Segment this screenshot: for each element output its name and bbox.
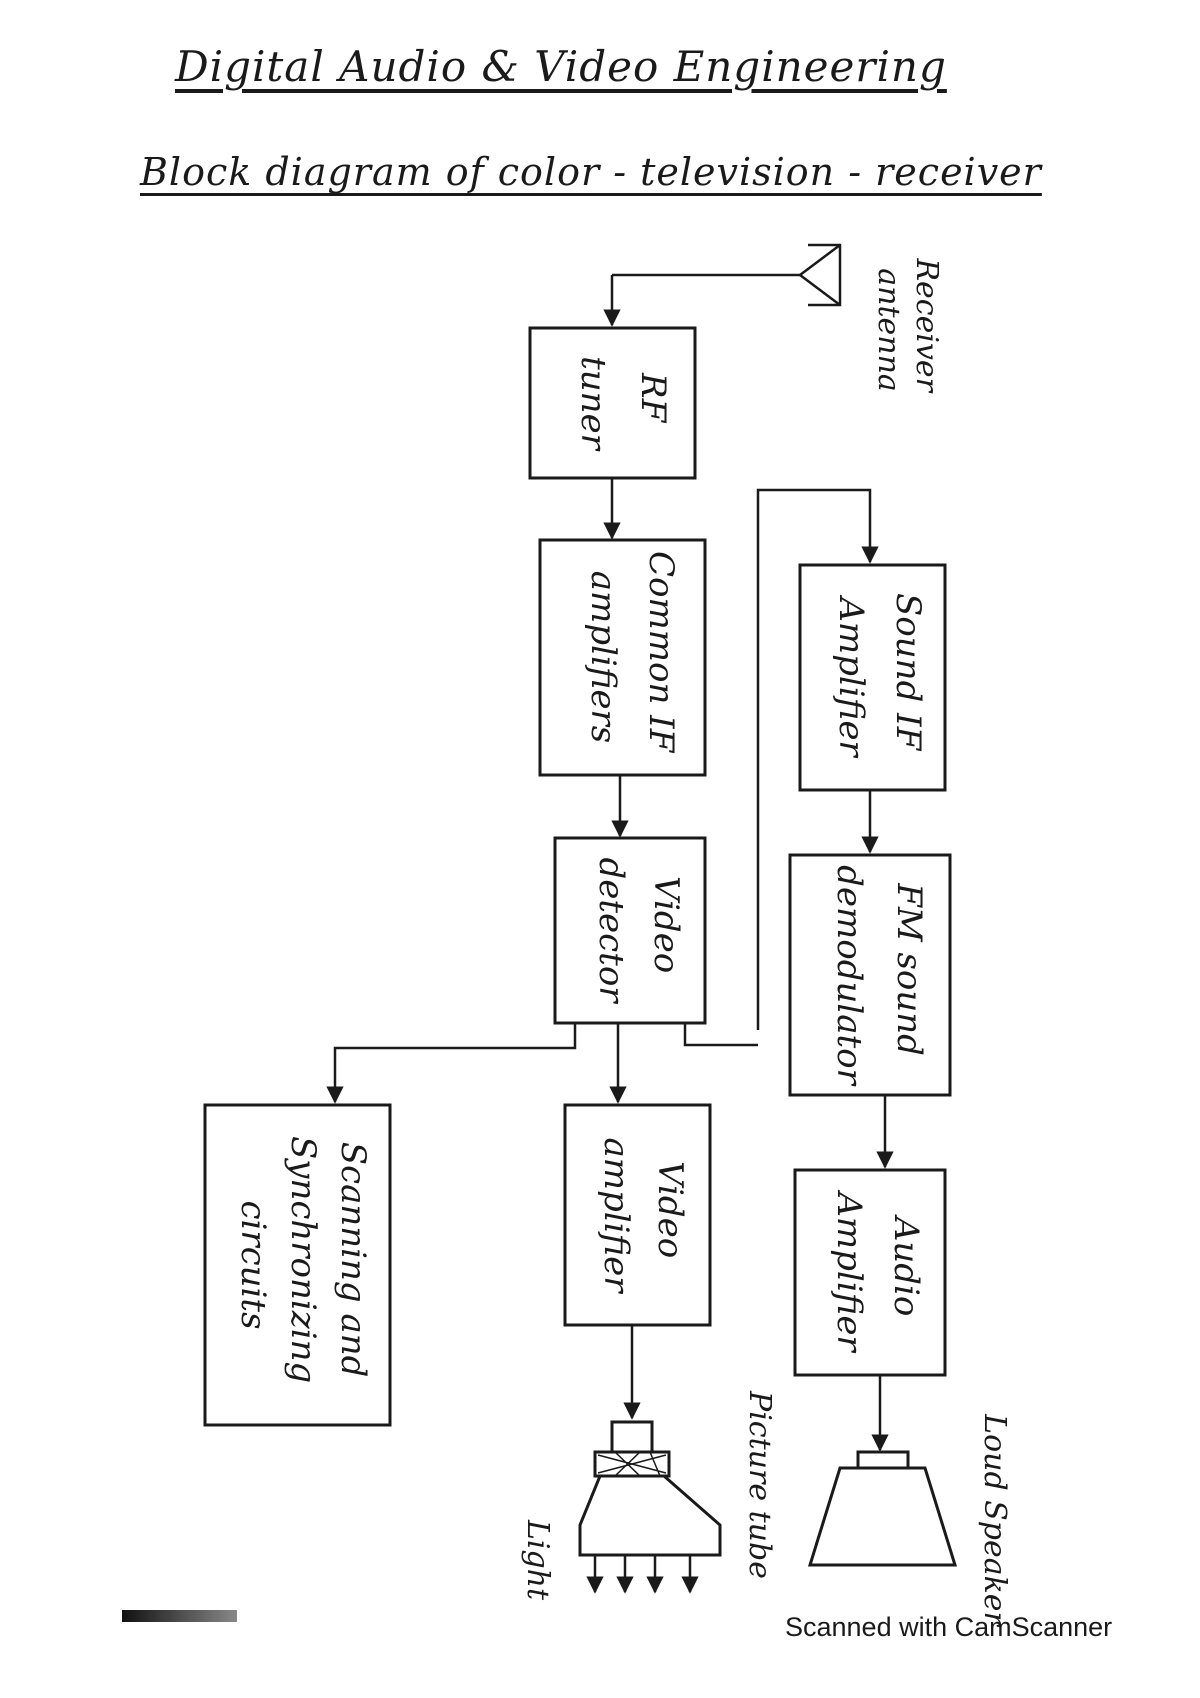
video-amplifier-label: Video amplifier xyxy=(596,1137,690,1294)
common-if-amplifier-block xyxy=(538,538,707,777)
light-arrows xyxy=(586,1555,699,1594)
audio-amplifier-block xyxy=(793,1168,947,1377)
antenna-icon xyxy=(612,243,842,307)
signal-wires xyxy=(326,478,894,1452)
common-if-amplifier-label: Common IF amplifiers xyxy=(583,551,681,763)
diagram-title: Block diagram of color - television - re… xyxy=(140,150,1042,194)
sound-if-amplifier-label: Sound IF Amplifier xyxy=(831,593,928,761)
rf-tuner-label: RF tuner xyxy=(573,356,673,452)
fm-sound-demodulator-block xyxy=(788,853,952,1097)
sound-if-amplifier-block xyxy=(798,563,947,792)
page-title: Digital Audio & Video Engineering xyxy=(175,42,947,91)
fm-sound-demodulator-label: FM sound demodulator xyxy=(829,865,929,1087)
light-label: Light xyxy=(520,1519,555,1601)
video-amplifier-block xyxy=(563,1103,712,1327)
scanning-synchronizing-label: Scanning and Synchronizing circuits xyxy=(233,1136,373,1394)
picture-tube-icon xyxy=(578,1420,722,1557)
audio-amplifier-label: Audio Amplifier xyxy=(829,1189,926,1353)
scanner-watermark: Scanned with CamScanner xyxy=(785,1612,1113,1642)
rf-tuner-block xyxy=(528,326,697,480)
loud-speaker-icon xyxy=(807,1450,958,1567)
video-detector-label: Video detector xyxy=(591,857,686,1004)
scan-edge-mark xyxy=(122,1610,237,1622)
receiver-antenna-label: Receiver antenna xyxy=(871,257,944,401)
video-detector-block xyxy=(553,836,707,1025)
picture-tube-label: Picture tube xyxy=(742,1390,777,1579)
scanning-synchronizing-block xyxy=(203,1103,392,1427)
loud-speaker-label: Loud Speaker xyxy=(977,1413,1012,1627)
